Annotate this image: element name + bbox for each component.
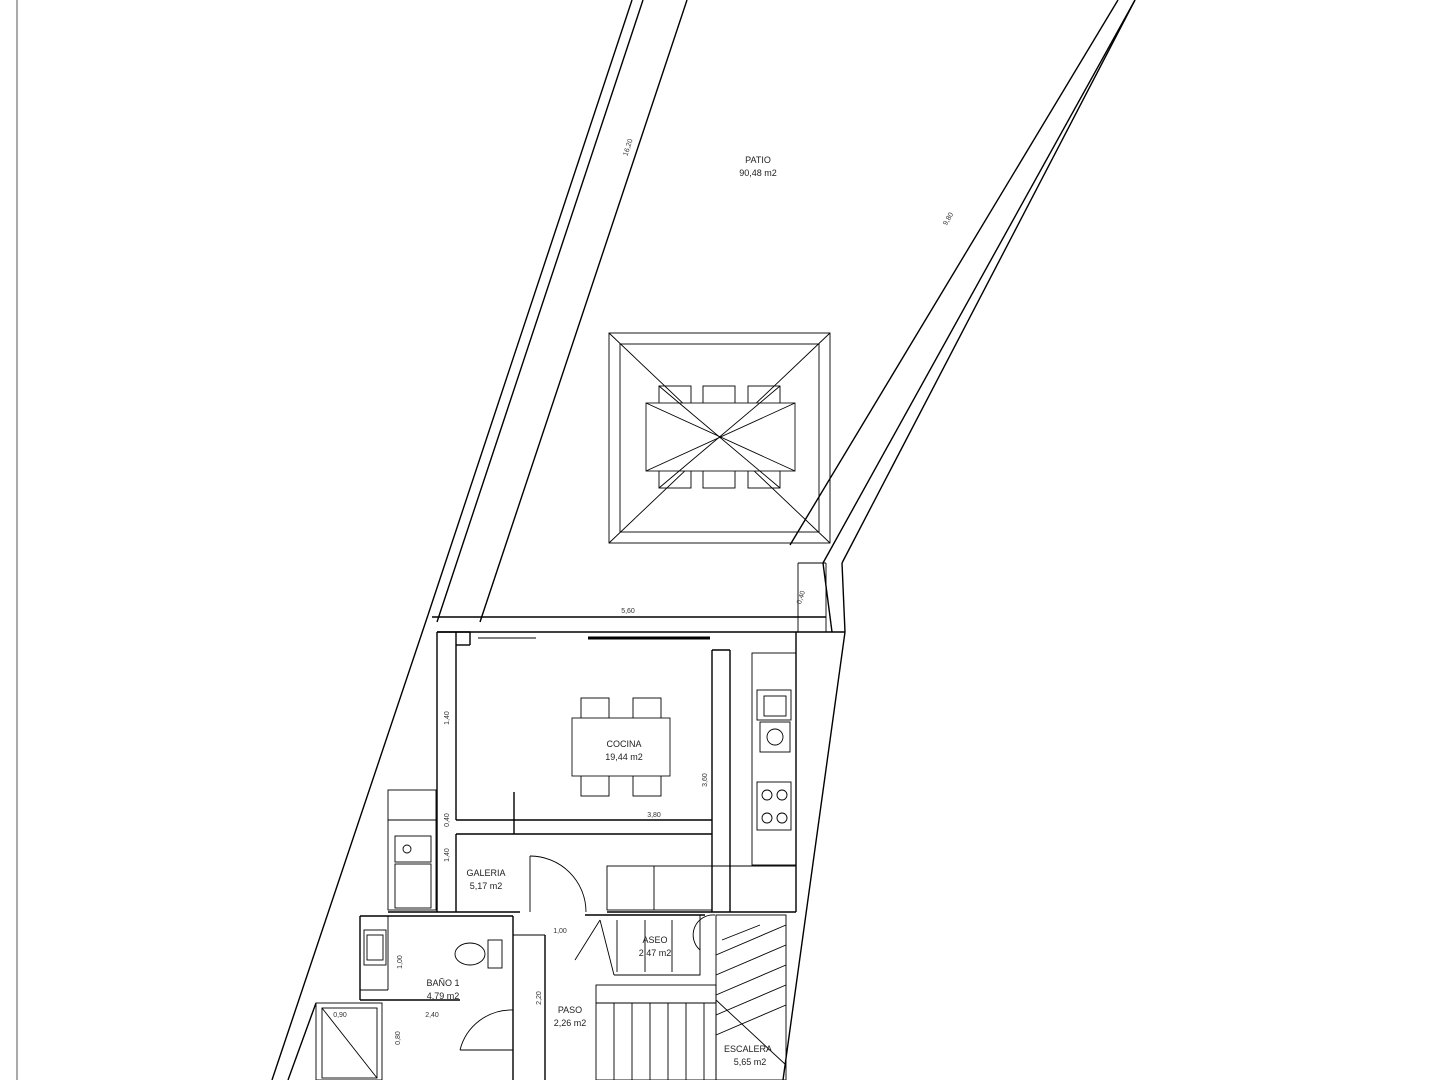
galeria-area: 5,17 m2	[470, 881, 503, 891]
shower-icon	[315, 1002, 383, 1080]
bathroom-width-dimension: 2,40	[425, 1012, 439, 1019]
bathroom-name: BAÑO 1	[426, 978, 459, 988]
paso-name: PASO	[558, 1005, 582, 1015]
patio-right-dimension: 9,80	[942, 211, 955, 226]
lot-left-boundary	[271, 614, 429, 1080]
kitchen-counter	[751, 652, 797, 866]
kitchen-left-dimension: 1,40	[444, 711, 451, 725]
paso-depth-dimension: 2,20	[536, 991, 543, 1005]
paso-area: 2,26 m2	[554, 1018, 587, 1028]
kitchen-name: COCINA	[606, 739, 641, 749]
aseo-area: 2,47 m2	[639, 948, 672, 958]
patio-right-wall	[789, 0, 1136, 633]
patio-left-wall	[427, 0, 688, 623]
bathroom-depth-dimension: 1,00	[397, 955, 404, 969]
shower-depth-dimension: 0,80	[395, 1031, 402, 1045]
lower-counter	[606, 865, 713, 911]
galeria-name: GALERIA	[466, 868, 505, 878]
washbasin-icon	[363, 929, 387, 966]
hob-icon	[761, 789, 788, 824]
galeria-walls	[387, 789, 520, 913]
galeria-depth-dimension: 1,40	[444, 848, 451, 862]
kitchen-dining-table	[571, 697, 671, 797]
shower-width-dimension: 0,90	[333, 1012, 347, 1019]
toilet-icon	[454, 939, 503, 969]
staircase	[595, 914, 787, 1080]
sink-icon	[763, 695, 787, 746]
galeria-small-dimension: 0,40	[444, 813, 451, 827]
paso-width-dimension: 1,00	[553, 928, 567, 935]
aseo-name: ASEO	[642, 935, 667, 945]
patio-bottom-wall	[432, 562, 845, 633]
patio-dining-table	[645, 385, 796, 489]
kitchen-right-dimension: 3,60	[702, 773, 709, 787]
staircase-area: 5,65 m2	[734, 1057, 767, 1067]
door-arc	[529, 855, 587, 913]
bottom-wall-left	[287, 1002, 317, 1080]
aseo-room	[574, 914, 716, 976]
patio-width-dimension: 5,60	[621, 608, 635, 615]
kitchen-walls	[436, 631, 797, 912]
paso-walls	[513, 934, 546, 1080]
bathroom-area: 4,79 m2	[427, 991, 460, 1001]
patio-small-dimension: 0,40	[796, 590, 807, 605]
bathroom-door	[459, 1009, 514, 1051]
staircase-name: ESCALERA	[724, 1044, 772, 1054]
patio-left-dimension: 16,20	[623, 138, 635, 157]
kitchen-width-dimension: 3,80	[647, 812, 661, 819]
kitchen-area: 19,44 m2	[605, 752, 643, 762]
washing-machine-icon	[394, 835, 432, 909]
patio-area: 90,48 m2	[739, 168, 777, 178]
bathroom-walls	[359, 915, 514, 1080]
patio-name: PATIO	[745, 155, 771, 165]
lot-right-boundary	[782, 631, 846, 1080]
